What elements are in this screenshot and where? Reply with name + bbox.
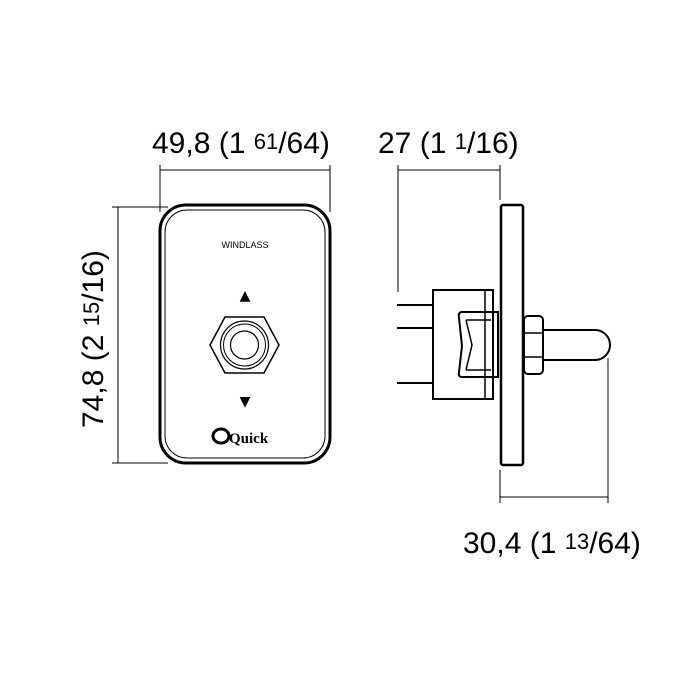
width-dimension: 49,8 (1 61/64) [152,127,331,212]
depth-dimension: 27 (1 1/16) [378,127,519,292]
switch-front-view: WINDLASS ▲ ▼ Quick [158,203,332,465]
quick-logo: Quick [211,427,269,447]
width-label: 49,8 (1 61/64) [152,127,330,160]
panel-label: WINDLASS [221,240,268,250]
depth-label: 27 (1 1/16) [378,127,519,160]
hex-nut-icon [209,316,280,374]
height-dimension: 74,8 (2 15/16) [77,206,168,464]
svg-text:Quick: Quick [229,431,269,447]
lever-label: 30,4 (1 13/64) [463,527,641,560]
switch-side-view [397,203,611,467]
down-arrow-icon: ▼ [240,394,251,410]
height-label: 74,8 (2 15/16) [77,250,110,428]
up-arrow-icon: ▲ [240,288,251,304]
lever-dimension: 30,4 (1 13/64) [463,358,641,560]
